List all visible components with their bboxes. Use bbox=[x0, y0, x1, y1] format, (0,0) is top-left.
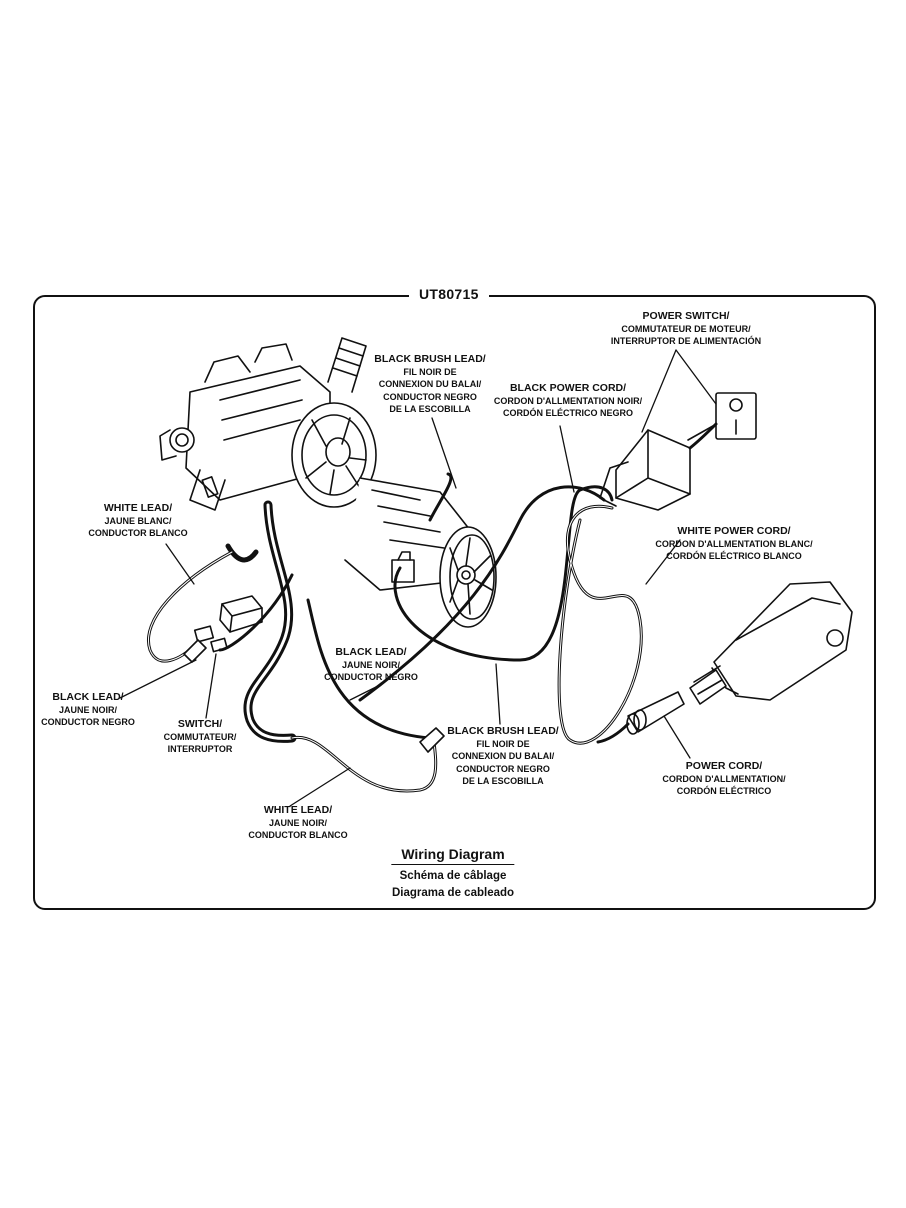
label-white-power-cord: WHITE POWER CORD/ CORDON D'ALLMENTATION … bbox=[655, 525, 813, 561]
caption-title: Wiring Diagram bbox=[391, 846, 515, 865]
label-black-brush-lead-top: BLACK BRUSH LEAD/ FIL NOIR DE CONNEXION … bbox=[374, 353, 486, 414]
black-lead-center bbox=[306, 598, 432, 740]
caption-spanish: Diagrama de cableado bbox=[391, 887, 515, 899]
label-power-switch: POWER SWITCH/ COMMUTATEUR DE MOTEUR/ INT… bbox=[610, 310, 762, 346]
white-lead-bottom bbox=[290, 735, 438, 793]
micro-switch bbox=[193, 595, 263, 653]
black-lead-left bbox=[218, 573, 294, 652]
label-black-brush-lead-bottom: BLACK BRUSH LEAD/ FIL NOIR DE CONNEXION … bbox=[447, 725, 559, 786]
white-lead-left bbox=[147, 550, 234, 663]
label-black-lead-center: BLACK LEAD/ JAUNE NOIR/ CONDUCTOR NEGRO bbox=[324, 646, 418, 682]
white-power-cord bbox=[557, 504, 643, 745]
part-code: UT80715 bbox=[409, 286, 489, 302]
leader-lines bbox=[119, 349, 717, 807]
label-black-power-cord: BLACK POWER CORD/ CORDON D'ALLMENTATION … bbox=[493, 382, 643, 418]
label-power-cord: POWER CORD/ CORDON D'ALLMENTATION/ CORDÓ… bbox=[662, 760, 786, 796]
label-white-lead-left: WHITE LEAD/ JAUNE BLANC/ CONDUCTOR BLANC… bbox=[88, 502, 188, 538]
label-white-lead-bottom: WHITE LEAD/ JAUNE NOIR/ CONDUCTOR BLANCO bbox=[248, 804, 348, 840]
power-switch-box bbox=[599, 392, 757, 511]
black-power-cord bbox=[358, 485, 606, 702]
label-switch: SWITCH/ COMMUTATEUR/ INTERRUPTOR bbox=[163, 718, 237, 754]
power-cord-plug bbox=[626, 581, 853, 735]
diagram-caption: Wiring Diagram Schéma de câblage Diagram… bbox=[391, 846, 515, 902]
caption-french: Schéma de câblage bbox=[399, 870, 507, 882]
label-black-lead-left: BLACK LEAD/ JAUNE NOIR/ CONDUCTOR NEGRO bbox=[41, 691, 135, 727]
black-lead-sleeve-inner bbox=[246, 503, 294, 740]
black-brush-lead-top bbox=[393, 485, 614, 662]
